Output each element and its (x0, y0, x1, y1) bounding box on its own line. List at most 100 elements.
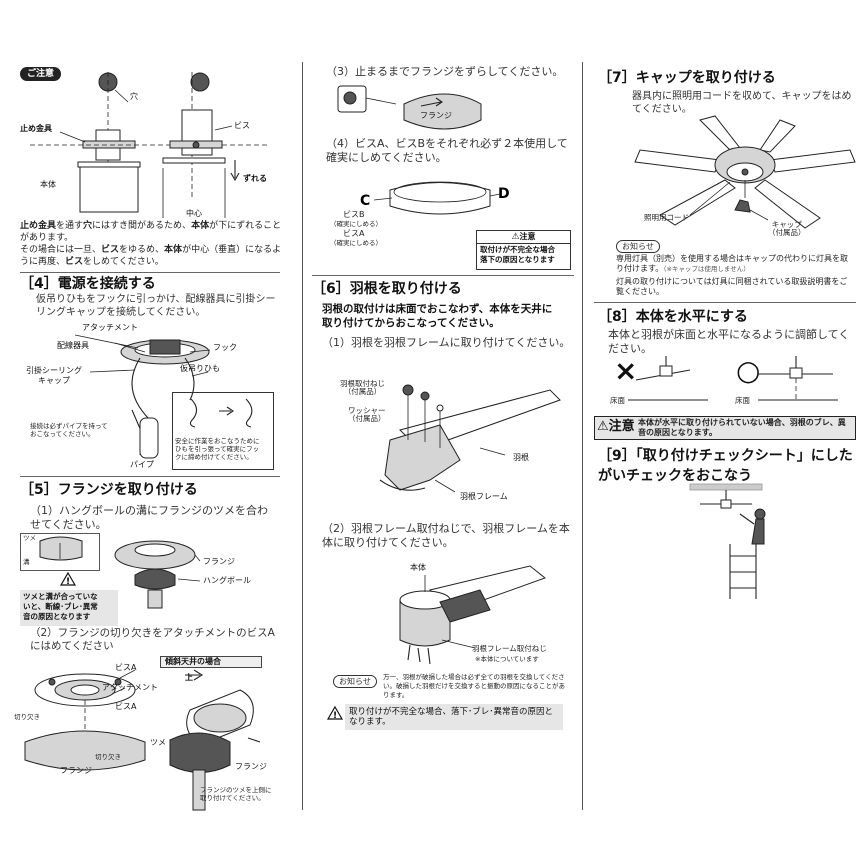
level-caution-box (594, 416, 856, 440)
hook-label: フック (213, 343, 237, 352)
screwB-sub: （確実にしめる） (330, 220, 382, 228)
tsume-label: ツメ (23, 534, 36, 542)
section-8-title: ［8］本体を水平にする (598, 309, 748, 325)
notice-text-middle: 万一、羽根が破損した場合は必ず全ての羽根を交換してください。破損した羽根だけを交… (383, 673, 565, 699)
middle-warn-title: 注意 (519, 232, 536, 241)
section-rule (20, 272, 280, 273)
warn-triangle-icon-2: ⚠ (597, 419, 609, 434)
flange-notch-diagram (24, 669, 146, 771)
washer-label: ワッシャー （付属品） (348, 406, 386, 423)
caution-text-part: ビス (101, 245, 120, 255)
caution-text-part: 止め金具 (20, 221, 57, 231)
body-label-middle: 本体 (410, 563, 426, 572)
lamp-cord-label: 照明用コード (644, 213, 689, 222)
frame-body-diagram (399, 565, 547, 665)
pipe-note: 接続は必ずパイプを持って おこなってください。 (30, 422, 108, 438)
section-6-step2: （2）羽根フレーム取付ねじで、羽根フレームを本体に取り付けてください。 (322, 522, 570, 549)
frame-screw-sub: ※本体についています (475, 655, 539, 663)
level-caution-text: 本体が水平に取り付けられていない場合、羽根のブレ、異音の原因となります。 (638, 418, 846, 437)
fig1-screw-label: ビス (234, 121, 250, 130)
caution-text-part: を通す (56, 221, 84, 231)
groove-detail-diagram (39, 536, 83, 561)
screws-diagram: C D (360, 181, 510, 215)
slope-note: フランジのツメを上側に 取り付けてください。 (200, 786, 272, 802)
section-4-title: ［4］電源を接続する (20, 276, 156, 292)
svg-text:D: D (498, 186, 510, 202)
section-5-title: ［5］フランジを取り付ける (20, 482, 198, 498)
flange-label-2: フランジ (60, 766, 92, 775)
slope-ceiling-box (160, 656, 262, 668)
section-6-step1: （1）羽根を羽根フレームに取り付けてください。 (322, 336, 571, 349)
caution-text: 止め金具を通す穴にはすき間があるため、本体が下にずれることがあります。 その場合… (20, 220, 282, 268)
floor-label-1: 床面 (610, 396, 625, 405)
cap-label: キャップ （付属品） (768, 220, 806, 237)
attachment-label-2: アタッチメント (102, 683, 158, 692)
slope-ceiling-label: 傾斜天井の場合 (165, 657, 221, 666)
up-label: 上 (185, 673, 193, 682)
notice-text-right-1: 専用灯具（別売）を使用する場合はキャップの代わりに灯具を取り付けます。（※キャッ… (616, 254, 851, 274)
warn-triangle-icon: ⚠ (511, 232, 520, 242)
caution-text-part: にはすき間があるため、 (92, 221, 192, 231)
ng-mark: × (614, 354, 638, 387)
ceiling-cap-label: 引掛シーリング キャップ (26, 366, 82, 385)
cap-install-diagram (634, 115, 856, 229)
caution-text-part: をゆるめ、 (119, 245, 165, 255)
column-divider-left (302, 62, 303, 810)
section-7-title: ［7］キャップを取り付ける (598, 70, 776, 86)
temp-string-label: 仮吊りひも (180, 364, 220, 373)
level-caution-word: 注意 (608, 419, 635, 434)
notice-pill-right: お知らせ (616, 240, 660, 253)
svg-text:!: ! (66, 577, 70, 587)
notch-label-2: 切り欠き (95, 753, 121, 761)
caution-text-part: その場合には一旦、 (20, 245, 102, 255)
screwB-label: ビスB (343, 210, 365, 219)
groove-detail-box (20, 533, 100, 571)
screwA-sub: （確実にしめる） (330, 239, 382, 247)
flange-label: フランジ (203, 557, 235, 566)
power-connection-diagram (74, 334, 211, 459)
wiring-label: 配線器具 (57, 341, 89, 350)
section-4-desc: 仮吊りひもをフックに引っかけ、配線器具に引掛シーリングキャップを接続してください… (36, 294, 276, 318)
floor-label-2: 床面 (735, 396, 750, 405)
middle-warning-box: ⚠注意 取付けが不完全な場合 落下の原因となります (476, 230, 571, 270)
step3-text: （3）止まるまでフランジをずらしてください。 (326, 65, 564, 78)
safety-note: 安全に作業をおこなうために ひもを引っ張って確実にフッ クに締め付けてください。 (175, 437, 260, 461)
caution-text-part: が下にずれることがあります。 (20, 221, 282, 243)
svg-text:C: C (360, 193, 370, 209)
string-hook-icon (189, 398, 253, 428)
notice-text-right-1a: 専用灯具（別売）を使用する場合はキャップの代わりに灯具を取り付けます。 (616, 254, 848, 273)
flange-label-3: フランジ (235, 762, 267, 771)
section-5-step2: （2）フランジの切り欠きをアタッチメントのビスAにはめてください (30, 627, 275, 652)
section-rule (312, 275, 574, 276)
blade-frame-label: 羽根フレーム (460, 492, 508, 501)
notice-pill-middle: お知らせ (333, 675, 377, 688)
screwA-label: ビスA (343, 229, 365, 238)
fig1-hole-label: 穴 (130, 92, 138, 101)
screwA-label: ビスA (115, 663, 137, 672)
attachment-label: アタッチメント (82, 323, 138, 332)
section-9-title: ［9］「取り付けチェックシート」にしたがいチェックをおこなう (598, 448, 853, 484)
fig1-shift-label: ずれる (243, 174, 267, 183)
blade-screw-label: 羽根取付ねじ （付属品） (340, 379, 385, 396)
caution-text-part: 本体 (191, 221, 210, 231)
step4-text: （4）ビスA、ビスBをそれぞれ必ず２本使用して確実にしめてください。 (326, 137, 568, 164)
section-8-desc: 本体と羽根が床面と水平になるように調節してください。 (608, 328, 850, 355)
slope-flange-diagram (169, 669, 261, 811)
caution-triangle-icon: ! (59, 571, 77, 587)
caution-text-part: ビス (65, 257, 84, 267)
caution-pill: ご注意 (20, 67, 62, 81)
section-6-title: ［6］羽根を取り付ける (312, 281, 462, 297)
fig1-stopper-label: 止め金具 (20, 124, 52, 133)
tsume-label-2: ツメ (150, 738, 166, 747)
caution-text-part: 穴 (83, 221, 93, 231)
level-comparison-diagram (628, 356, 838, 401)
notch-label: 切り欠き (14, 713, 40, 721)
flange-hangball-diagram (114, 540, 201, 609)
groove-label: 溝 (23, 558, 30, 566)
section-6-desc: 羽根の取付けは床面でおこなわず、本体を天井に取り付けてからおこなってください。 (322, 303, 553, 329)
svg-text:!: ! (333, 711, 337, 721)
pipe-label: パイプ (130, 460, 154, 469)
fig1-center-label: 中心 (186, 209, 202, 218)
column-divider-right (582, 62, 583, 810)
blade-frame-diagram (379, 384, 561, 493)
